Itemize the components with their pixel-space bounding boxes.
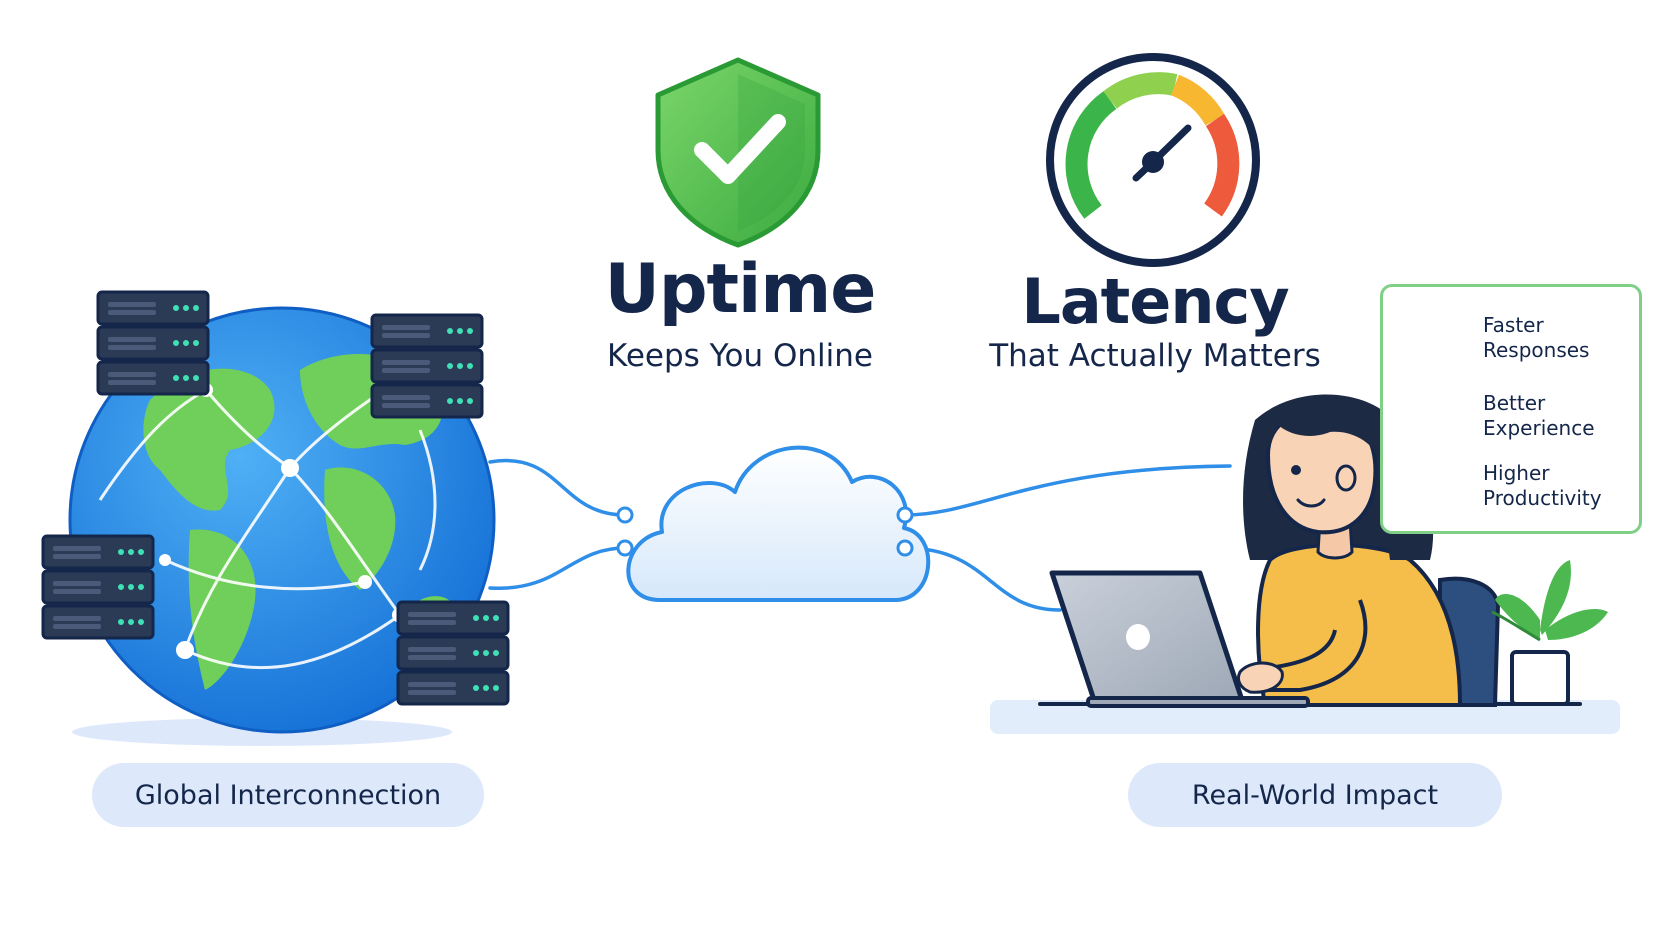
server-rack-icon [98,292,208,394]
benefit-better-experience: Better Experience [1483,391,1595,440]
network-connections [488,458,1232,612]
desk [990,700,1620,734]
latency-title: Latency [1021,265,1289,338]
uptime-subtitle: Keeps You Online [607,338,873,374]
server-rack-icon [372,315,482,417]
connection-line [903,546,1062,612]
connection-line [488,546,627,590]
latency-subtitle: That Actually Matters [989,338,1321,374]
server-rack-icon [398,602,508,704]
real-world-impact-label: Real-World Impact [1128,763,1502,827]
laptop-icon [1049,570,1310,708]
speedometer-icon [1046,53,1260,267]
connection-line [488,458,627,517]
shield-check-icon [655,57,821,248]
plant-icon [1491,560,1608,706]
global-interconnection-label: Global Interconnection [92,763,484,827]
uptime-title: Uptime [604,250,877,329]
server-rack-icon [43,536,153,638]
benefits-card: Faster Responses Better Experience Highe… [1380,284,1642,534]
connection-line [903,464,1232,517]
benefit-higher-productivity: Higher Productivity [1483,461,1602,510]
benefit-faster-responses: Faster Responses [1483,313,1590,362]
cloud-icon [616,445,931,602]
